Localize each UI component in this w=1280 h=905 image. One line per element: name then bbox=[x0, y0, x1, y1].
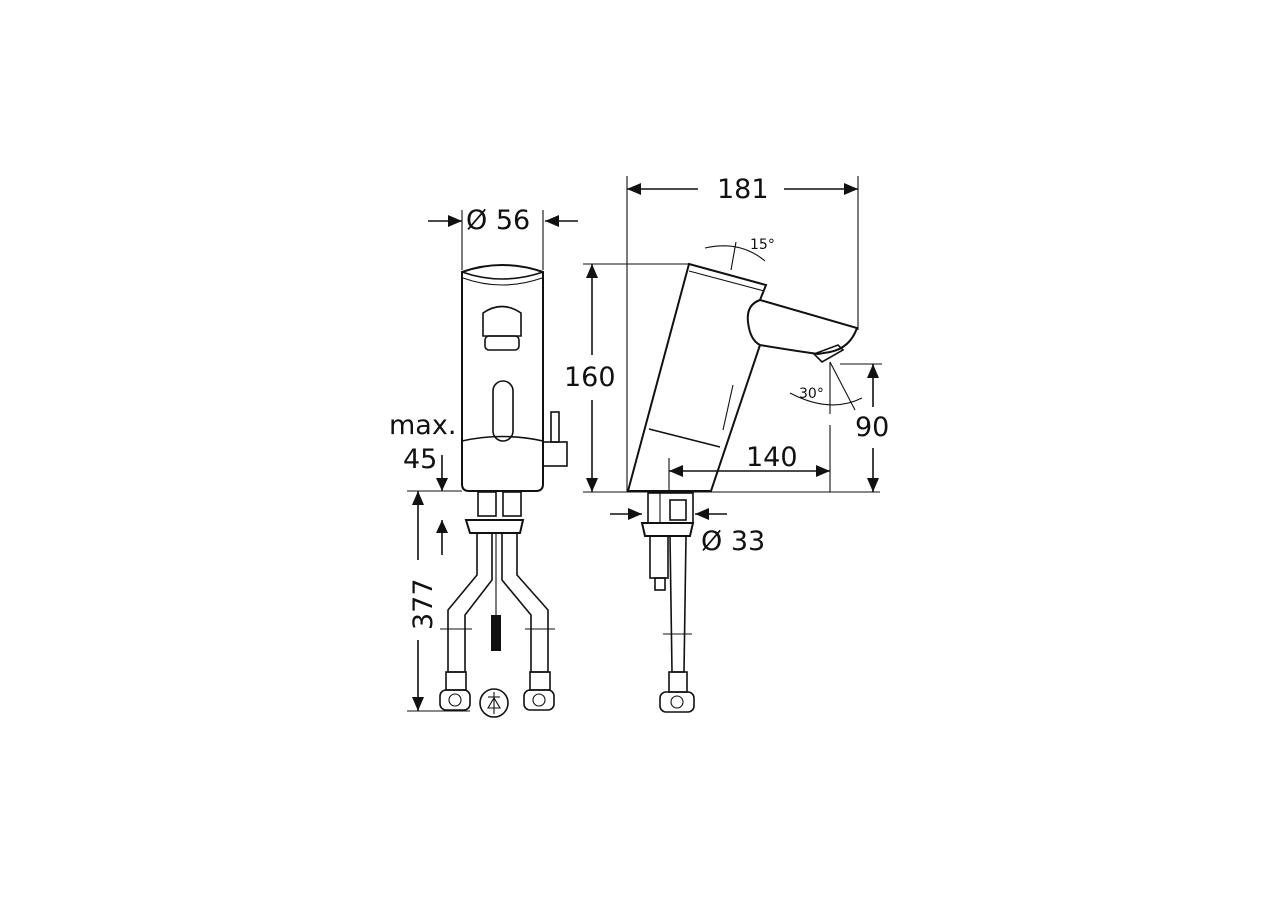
tilt-15-angle: 15° bbox=[704, 237, 775, 271]
max-45-label: 45 bbox=[403, 444, 437, 475]
diode-symbol-icon bbox=[479, 688, 509, 718]
reach-140-label: 140 bbox=[746, 442, 798, 473]
diameter-56-label: Ø 56 bbox=[466, 205, 530, 236]
spout-height-90-dimension: 90 bbox=[840, 363, 889, 492]
front-view: Ø 56 max. 45 bbox=[389, 205, 578, 718]
max-45-dimension: max. 45 bbox=[389, 410, 462, 555]
height-160-label: 160 bbox=[564, 362, 616, 393]
front-hoses bbox=[439, 532, 555, 711]
max-label: max. bbox=[389, 410, 456, 441]
spout-height-90-label: 90 bbox=[855, 412, 889, 443]
diameter-56-dimension: Ø 56 bbox=[428, 205, 578, 270]
length-181-dimension: 181 bbox=[626, 174, 859, 492]
reach-140-dimension: 140 bbox=[668, 442, 830, 492]
base-diameter-33-dimension: Ø 33 bbox=[610, 508, 765, 557]
side-connectors bbox=[640, 492, 695, 713]
faucet-body-front bbox=[461, 264, 568, 492]
length-181-label: 181 bbox=[717, 174, 769, 205]
side-view: 181 15° 160 bbox=[564, 174, 889, 713]
hose-377-dimension: 377 bbox=[407, 491, 470, 712]
spout-30-label: 30° bbox=[799, 386, 824, 402]
spout-30-angle: 30° bbox=[789, 361, 863, 492]
front-connectors bbox=[464, 491, 525, 534]
hose-377-label: 377 bbox=[408, 578, 439, 630]
base-diameter-33-label: Ø 33 bbox=[701, 526, 765, 557]
tilt-15-label: 15° bbox=[750, 237, 775, 253]
faucet-body-side bbox=[626, 262, 859, 492]
